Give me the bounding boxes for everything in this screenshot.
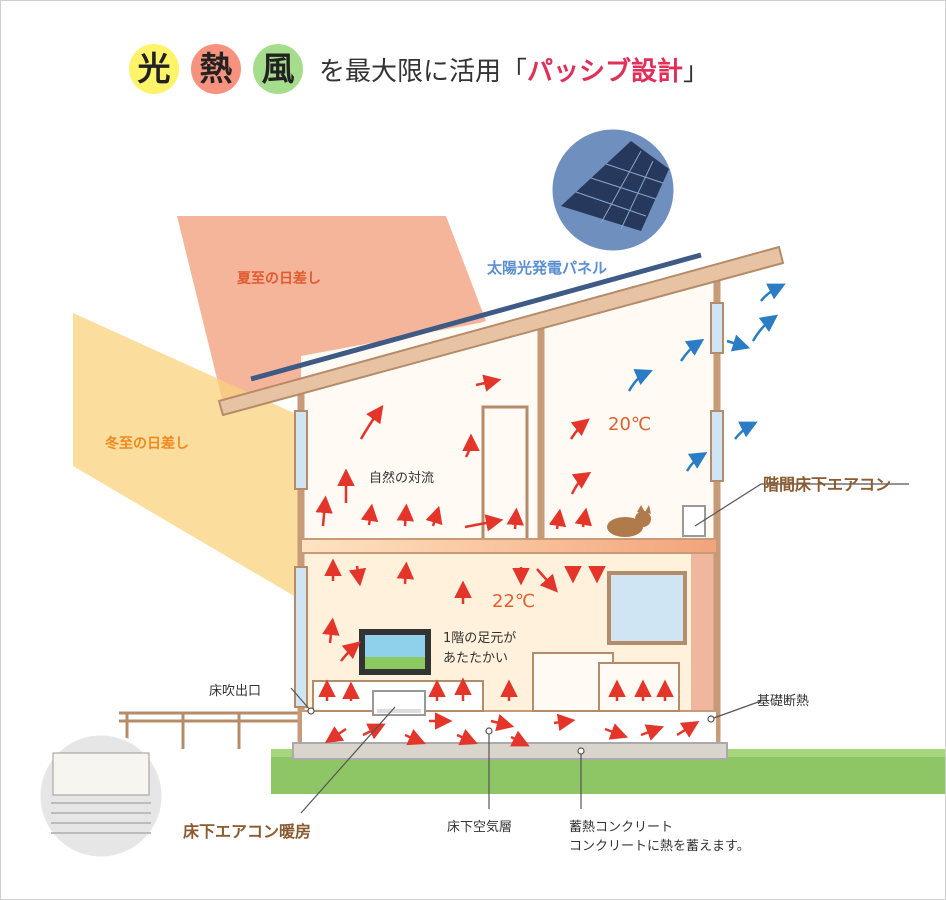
- summer-sun-beam: [177, 216, 486, 403]
- window-left-lower: [294, 566, 308, 708]
- counter: [598, 662, 680, 712]
- label-floor-outlet: 床吹出口: [209, 684, 262, 699]
- window-1f: [607, 571, 687, 645]
- roof: [217, 245, 785, 417]
- page-title: 光 熱 風 を最大限に活用「パッシブ設計」: [129, 39, 709, 99]
- title-text-end: 」: [683, 56, 710, 87]
- solar-panel-strip: [250, 252, 702, 382]
- interfloor-heated-slab: [300, 538, 718, 554]
- label-solar-panel: 太陽光発電パネル: [487, 259, 608, 277]
- title-text-main: を最大限に活用「: [319, 56, 528, 87]
- title-char-heat: 熱: [191, 44, 241, 94]
- label-natural-convection: 自然の対流: [369, 471, 435, 486]
- label-interfloor-ac: 階間床下エアコン: [763, 475, 892, 494]
- title-highlight: パッシブ設計: [527, 56, 684, 87]
- label-underfloor-air-layer: 床下空気層: [447, 820, 513, 835]
- warm-wall-zone: [691, 546, 717, 716]
- title-char-light: 光: [129, 44, 179, 94]
- label-foundation-insulation: 基礎断熱: [757, 694, 810, 709]
- cat-illustration: [607, 505, 651, 537]
- label-winter-sun: 冬至の日差し: [105, 436, 189, 452]
- title-char-wind: 風: [253, 44, 303, 94]
- label-summer-sun: 夏至の日差し: [237, 271, 321, 287]
- wooden-deck: [119, 711, 301, 749]
- foundation: [292, 742, 728, 760]
- label-temp-upper: 20℃: [608, 414, 652, 435]
- window-right-mid: [710, 410, 724, 482]
- window-right-top: [710, 302, 724, 354]
- underfloor-space: [300, 710, 718, 744]
- label-temp-lower: 22℃: [492, 591, 536, 612]
- label-thermal-concrete-1: 蓄熱コンクリート: [569, 820, 674, 835]
- underfloor-ac-photo: [37, 732, 165, 860]
- solar-panel-photo: [549, 126, 677, 254]
- interfloor-ac-unit: [682, 505, 706, 537]
- label-underfloor-ac-heating: 床下エアコン暖房: [183, 822, 312, 841]
- window-left-upper: [294, 410, 308, 490]
- label-thermal-concrete-2: コンクリートに熱を蓄えます。: [569, 839, 750, 854]
- label-warm-feet-1: 1階の足元が: [443, 631, 517, 646]
- label-warm-feet-2: あたたかい: [443, 651, 509, 666]
- title-main-text: を最大限に活用「パッシブ設計」: [319, 51, 709, 88]
